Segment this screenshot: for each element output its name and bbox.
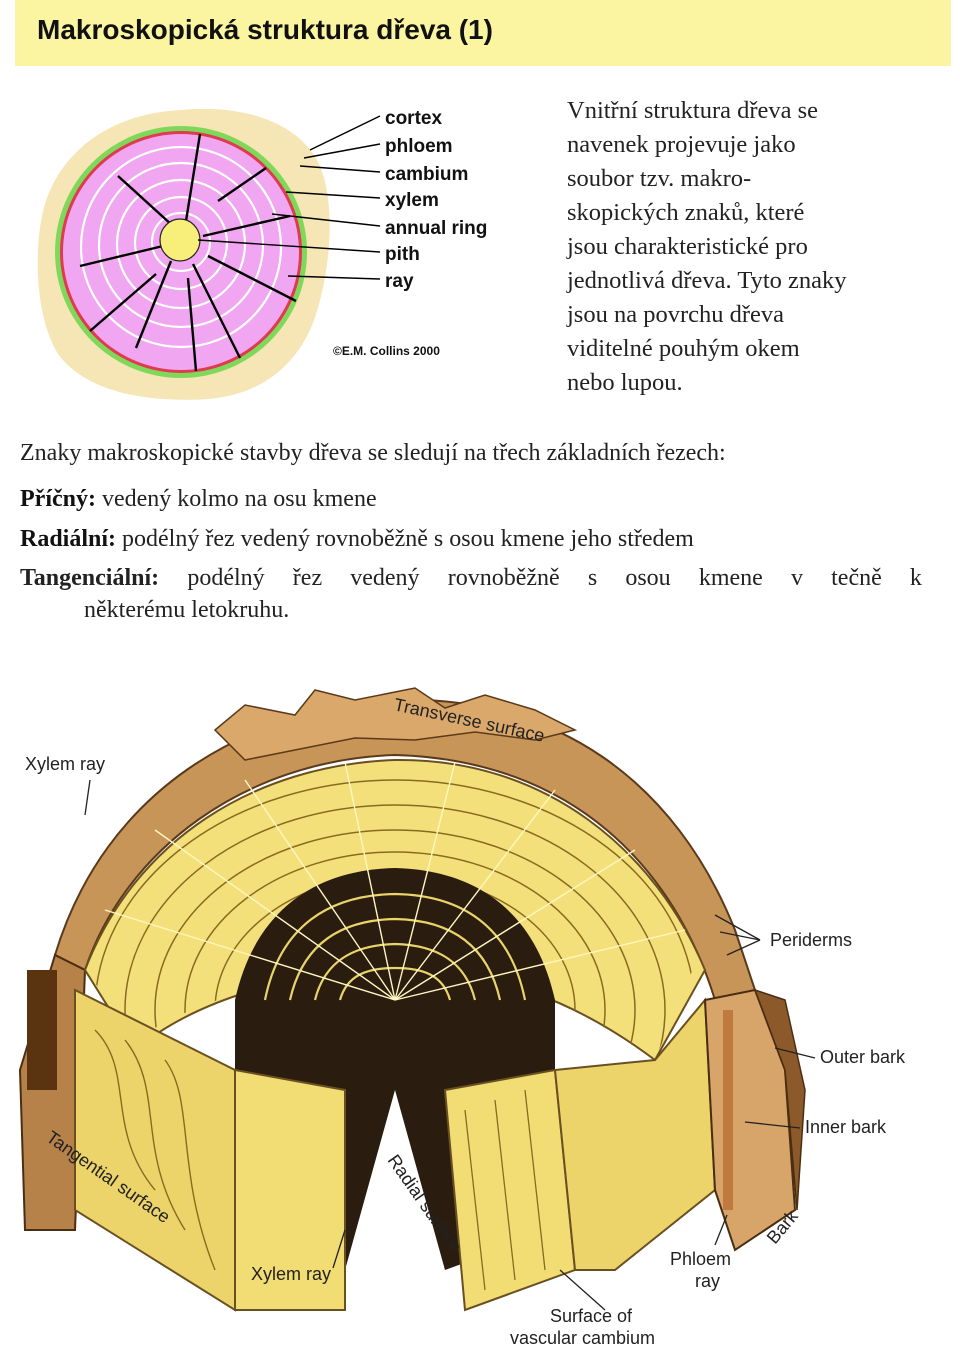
label-inner-bark: Inner bark — [805, 1117, 887, 1137]
definition-transverse: Příčný: vedený kolmo na osu kmene — [20, 486, 377, 513]
definition-word: s — [587, 565, 598, 591]
figure-credit: ©E.M. Collins 2000 — [333, 344, 440, 358]
label-outer-bark: Outer bark — [820, 1047, 906, 1067]
definition-radial: Radiální: podélný řez vedený rovnoběžně … — [20, 526, 694, 553]
intro-line: soubor tzv. makro- — [567, 165, 752, 192]
radial-face-left — [234, 1068, 346, 1311]
label-xylem-ray-bottom: Xylem ray — [251, 1264, 331, 1284]
definition-word: kmene — [698, 565, 763, 591]
wood-block-diagram: Transverse surface Xylem ray Periderms O… — [18, 687, 906, 1348]
definition-word: tečně — [831, 565, 882, 591]
intro-line: jsou na povrchu dřeva — [567, 301, 785, 328]
intro-line: navenek projevuje jako — [567, 131, 796, 158]
definition-tangential: Tangenciální: podélný řez vedený rovnobě… — [20, 562, 922, 626]
intro-line: nebo lupou. — [567, 369, 683, 396]
xylem-rays — [104, 761, 686, 1001]
radial-face-right — [443, 1068, 577, 1312]
definition-word: osou — [625, 565, 671, 591]
rays — [79, 133, 297, 372]
definition-word: vedený — [350, 565, 420, 591]
definition-word: k — [909, 565, 922, 591]
definition-text: podélný řez vedený rovnoběžně s osou kme… — [116, 526, 694, 552]
fig2-leader-lines — [84, 779, 816, 1311]
intro-line: jednotlivá dřeva. Tyto znaky — [567, 267, 847, 294]
stem-cross-section-figure: cortex phloem cambium xylem annual ring … — [28, 96, 512, 404]
bark-top-chunks — [213, 687, 578, 761]
label-periderms: Periderms — [770, 930, 852, 950]
definition-text: vedený kolmo na osu kmene — [95, 486, 377, 512]
label-annual-ring: annual ring — [385, 218, 487, 239]
label-cambium: cambium — [385, 164, 468, 185]
definition-continuation: některému letokruhu. — [84, 597, 290, 623]
fig1-label-lines — [197, 115, 381, 280]
label-cortex: cortex — [385, 108, 442, 129]
sections-intro-paragraph: Znaky makroskopické stavby dřeva se sled… — [20, 440, 726, 466]
term-transverse: Příčný: — [20, 486, 96, 512]
intro-text: Vnitřní struktura dřeva se navenek proje… — [567, 94, 947, 400]
term-tangential: Tangenciální: — [20, 565, 160, 591]
label-vascular-cambium-2: vascular cambium — [510, 1328, 655, 1348]
title-bar: Makroskopická struktura dřeva (1) — [15, 0, 951, 66]
label-xylem: xylem — [385, 190, 439, 211]
pith — [159, 218, 201, 262]
definition-word: podélný — [187, 565, 265, 591]
label-phloem-ray-1: Phloem — [670, 1249, 731, 1269]
term-radial: Radiální: — [20, 526, 117, 552]
label-ray: ray — [385, 271, 414, 292]
label-xylem-ray-top: Xylem ray — [25, 754, 105, 774]
definition-word: rovnoběžně — [447, 565, 560, 591]
label-phloem: phloem — [385, 136, 453, 157]
definition-word: řez — [292, 565, 323, 591]
label-pith: pith — [385, 244, 420, 265]
label-vascular-cambium-1: Surface of — [550, 1306, 633, 1326]
definition-word: v — [790, 565, 803, 591]
intro-line: skopických znaků, které — [567, 199, 805, 226]
page-title: Makroskopická struktura dřeva (1) — [37, 14, 493, 45]
intro-line: Vnitřní struktura dřeva se — [567, 97, 819, 124]
left-bark-dark — [27, 970, 57, 1090]
intro-line: jsou charakteristické pro — [567, 233, 808, 260]
annual-rings — [79, 145, 283, 349]
intro-line: viditelné pouhým okem — [567, 335, 800, 362]
label-phloem-ray-2: ray — [695, 1271, 720, 1291]
